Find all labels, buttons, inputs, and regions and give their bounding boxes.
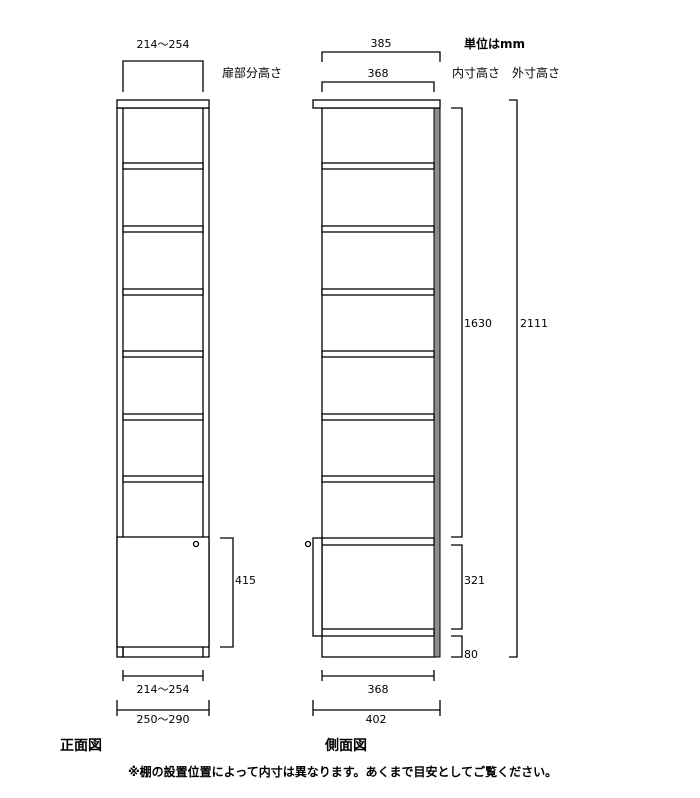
outer-height-value: 2111 (520, 317, 548, 330)
shelf (321, 162, 435, 170)
side-view (304, 51, 518, 716)
front-view-title: 正面図 (60, 738, 102, 754)
shelf (321, 413, 435, 421)
door-knob-icon (192, 540, 200, 548)
door-height-value: 415 (235, 574, 256, 587)
shelf (321, 475, 435, 483)
front-top-board (116, 99, 210, 109)
side-top-outer: 385 (371, 37, 392, 50)
shelf (321, 350, 435, 358)
front-door (116, 536, 210, 648)
shelf (122, 162, 204, 170)
outer-height-header: 外寸高さ (512, 65, 560, 80)
front-top-width: 214～254 (137, 38, 190, 51)
side-door (312, 537, 323, 637)
side-view-title: 側面図 (324, 737, 367, 754)
door-knob-icon (304, 540, 312, 548)
side-top-inner: 368 (368, 67, 389, 80)
shelf (122, 288, 204, 296)
side-top-board (312, 99, 441, 109)
door-height-header: 扉部分高さ (222, 65, 282, 80)
shelf (122, 475, 204, 483)
shelf (321, 288, 435, 296)
front-bottom-inner-width: 214～254 (137, 683, 190, 696)
unit-label: 単位はmm (464, 36, 525, 51)
inner-height-header: 内寸高さ (452, 65, 500, 80)
side-bottom-outer: 402 (366, 713, 387, 726)
side-bottom-inner: 368 (368, 683, 389, 696)
shelf (321, 225, 435, 233)
back-panel (433, 107, 441, 658)
shelf (122, 225, 204, 233)
shelf (122, 413, 204, 421)
inner-height-value: 1630 (464, 317, 492, 330)
base-value: 80 (464, 648, 478, 661)
front-bottom-outer-width: 250～290 (137, 713, 190, 726)
shelf (122, 350, 204, 358)
front-view (116, 60, 234, 716)
note: ※棚の設置位置によって内寸は異なります。あくまで目安としてご覧ください。 (128, 764, 557, 779)
lower-inner-value: 321 (464, 574, 485, 587)
